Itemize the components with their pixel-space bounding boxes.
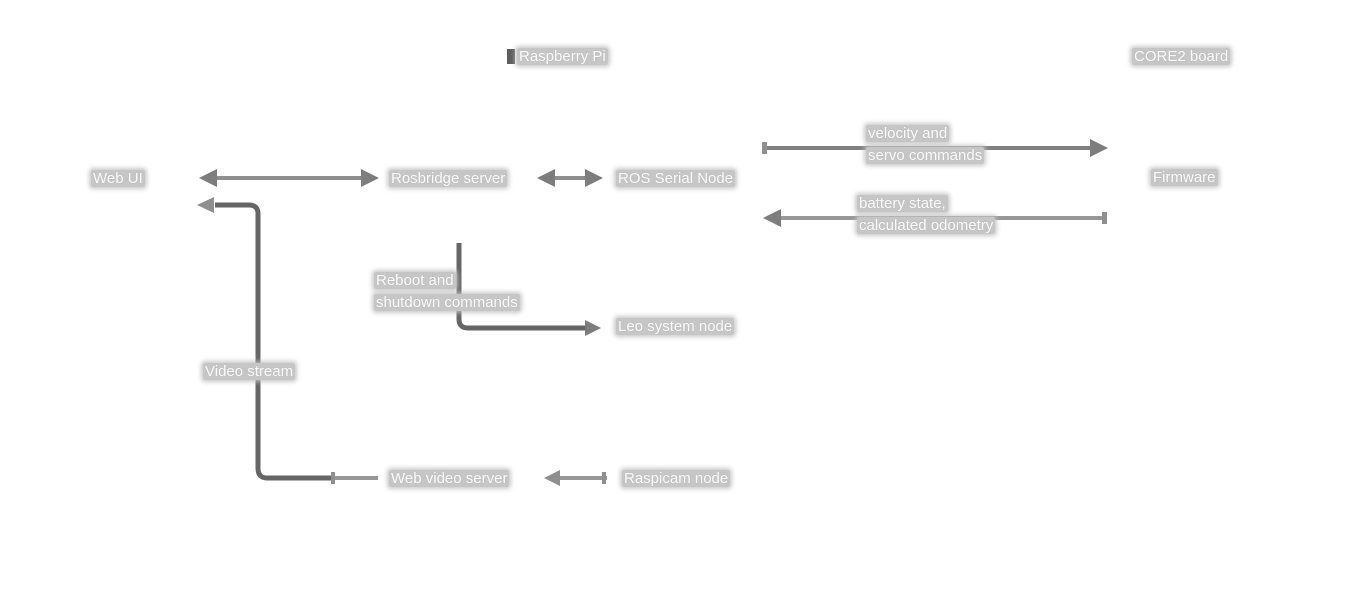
node-raspicam-node: Raspicam node: [622, 470, 731, 487]
edge-label-reboot-line1: Reboot and: [374, 272, 456, 289]
node-rosbridge-server-label: Rosbridge server: [389, 170, 508, 187]
arrowhead-right-rosbridge-rosserial: [585, 169, 603, 187]
edge-end-cap-raspicam: [602, 472, 606, 484]
group-label-raspberry-pi: Raspberry Pi: [517, 48, 608, 65]
node-leo-system-node-label: Leo system node: [616, 318, 735, 335]
group-label-raspberry-pi-text: Raspberry Pi: [517, 48, 608, 65]
edge-label-velocity-servo-commands: velocity and servo commands: [866, 125, 985, 169]
node-web-ui-label: Web UI: [91, 170, 145, 187]
edge-joint-videostream: [331, 472, 335, 484]
edge-label-battery-odometry: battery state, calculated odometry: [857, 195, 996, 239]
node-raspicam-node-label: Raspicam node: [622, 470, 731, 487]
node-rosbridge-server: Rosbridge server: [389, 170, 508, 187]
node-firmware-label: Firmware: [1151, 169, 1218, 186]
edge-start-cap-velocity: [762, 142, 767, 154]
arrowhead-to-leosystem: [585, 320, 601, 336]
node-web-video-server-label: Web video server: [389, 470, 510, 487]
arrowhead-to-webvideo: [544, 470, 560, 486]
edge-label-velocity-line1: velocity and: [866, 125, 950, 142]
group-label-core2-board: CORE2 board: [1132, 48, 1231, 65]
node-ros-serial-node: ROS Serial Node: [616, 170, 736, 187]
group-label-core2-board-text: CORE2 board: [1132, 48, 1231, 65]
arrowhead-left-webui-rosbridge: [199, 169, 217, 187]
arrowhead-left-rosbridge-rosserial: [537, 169, 555, 187]
edge-label-battery-line1: battery state,: [857, 195, 948, 212]
edge-label-video-stream-text: Video stream: [203, 363, 296, 380]
node-leo-system-node: Leo system node: [616, 318, 735, 335]
edge-label-reboot-line2: shutdown commands: [374, 294, 520, 311]
node-ros-serial-node-label: ROS Serial Node: [616, 170, 736, 187]
edge-label-battery-line2: calculated odometry: [857, 217, 996, 234]
arrowhead-velocity-to-firmware: [1090, 139, 1108, 157]
edge-label-video-stream: Video stream: [203, 363, 296, 380]
edge-label-reboot-shutdown: Reboot and shutdown commands: [374, 272, 520, 316]
arrowhead-videostream-to-webui: [197, 197, 214, 213]
edge-label-velocity-line2: servo commands: [866, 147, 985, 164]
edge-end-cap-battery: [1102, 212, 1107, 224]
edge-webvideo-webui-videostream: [215, 202, 334, 481]
node-firmware: Firmware: [1151, 169, 1218, 186]
node-web-video-server: Web video server: [389, 470, 510, 487]
arrowhead-battery-to-rosserial: [763, 209, 781, 227]
node-web-ui: Web UI: [91, 170, 145, 187]
arrowhead-right-webui-rosbridge: [361, 169, 379, 187]
raspberry-pi-group-marker: [507, 49, 515, 64]
